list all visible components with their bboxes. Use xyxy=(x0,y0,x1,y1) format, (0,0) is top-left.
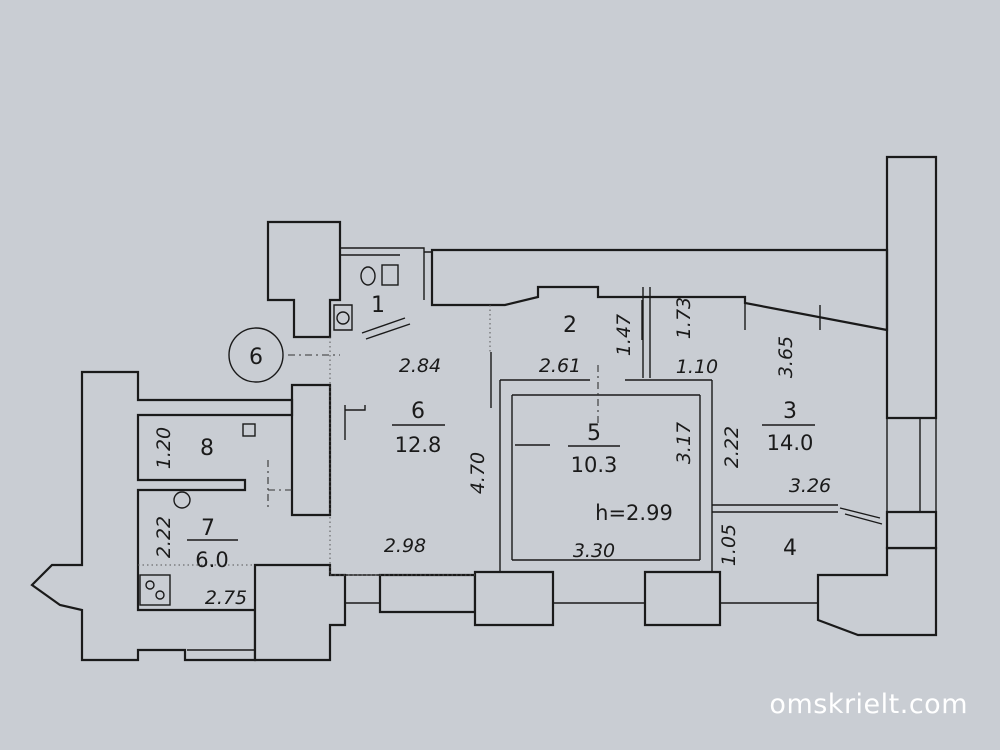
dim-1-05: 1.05 xyxy=(718,524,740,566)
fraction-bars xyxy=(187,424,815,541)
room-2-number: 2 xyxy=(563,313,577,338)
wall-column-mid-left xyxy=(290,383,332,517)
dim-3-26: 3.26 xyxy=(789,475,831,497)
wall-right-column xyxy=(885,155,938,420)
dim-2-75: 2.75 xyxy=(205,587,247,609)
room-1-number: 1 xyxy=(371,293,385,318)
room-3-number: 3 xyxy=(783,399,797,424)
door-room4 xyxy=(839,507,883,525)
room-6-number: 6 xyxy=(411,399,425,424)
dim-3-30: 3.30 xyxy=(573,540,615,562)
dim-3-65: 3.65 xyxy=(775,336,797,378)
room-5-number: 5 xyxy=(587,421,601,446)
dim-4-70: 4.70 xyxy=(467,452,489,494)
axis-line-6 xyxy=(267,354,599,510)
room-7-number: 7 xyxy=(201,516,215,541)
room-8-number: 8 xyxy=(200,436,214,461)
room-7-area: 6.0 xyxy=(195,548,228,572)
guide-dotted xyxy=(138,305,491,576)
wall-stubs xyxy=(344,300,821,446)
room-5-area: 10.3 xyxy=(571,453,618,477)
section-marker: 6 xyxy=(228,327,284,383)
door-room1 xyxy=(361,317,411,340)
wall-bottom-left-block xyxy=(253,563,347,662)
wall-block-top-left xyxy=(266,220,342,339)
wall-bottom-block-c xyxy=(643,570,722,627)
toilet-icon xyxy=(360,264,399,286)
wall-bottom-block-b xyxy=(473,570,555,627)
wall-right-lower-column xyxy=(885,510,938,550)
watermark: omskrielt.com xyxy=(769,689,968,720)
dim-1-73: 1.73 xyxy=(673,297,695,339)
dim-1-47: 1.47 xyxy=(613,314,635,356)
stove-icon xyxy=(139,574,171,606)
dim-2-22-room3: 2.22 xyxy=(721,426,743,468)
wall-room5 xyxy=(499,379,713,572)
wall-room2-room3 xyxy=(642,287,651,378)
section-marker-label: 6 xyxy=(249,345,263,370)
room-4-number: 4 xyxy=(783,536,797,561)
sink-icon xyxy=(333,304,353,331)
dim-2-61: 2.61 xyxy=(539,355,581,377)
dim-1-10: 1.10 xyxy=(676,356,718,378)
wall-top-band xyxy=(430,248,889,332)
wall-right-edge xyxy=(886,418,937,512)
sink-kitchen-icon xyxy=(173,491,191,509)
dim-1-20: 1.20 xyxy=(153,427,175,469)
wall-bottom-right-block xyxy=(816,546,938,637)
dim-2-98: 2.98 xyxy=(384,535,426,557)
dim-2-84: 2.84 xyxy=(399,355,441,377)
wall-room1 xyxy=(340,247,433,305)
room-3-area: 14.0 xyxy=(767,431,814,455)
wall-room3-room4 xyxy=(712,504,838,513)
wall-bottom-block-a xyxy=(378,573,477,614)
washbasin-icon xyxy=(242,423,256,437)
dim-3-17: 3.17 xyxy=(673,422,695,464)
dim-2-22-room7: 2.22 xyxy=(153,516,175,558)
room-6-area: 12.8 xyxy=(395,433,442,457)
room-5-height: h=2.99 xyxy=(595,501,673,525)
